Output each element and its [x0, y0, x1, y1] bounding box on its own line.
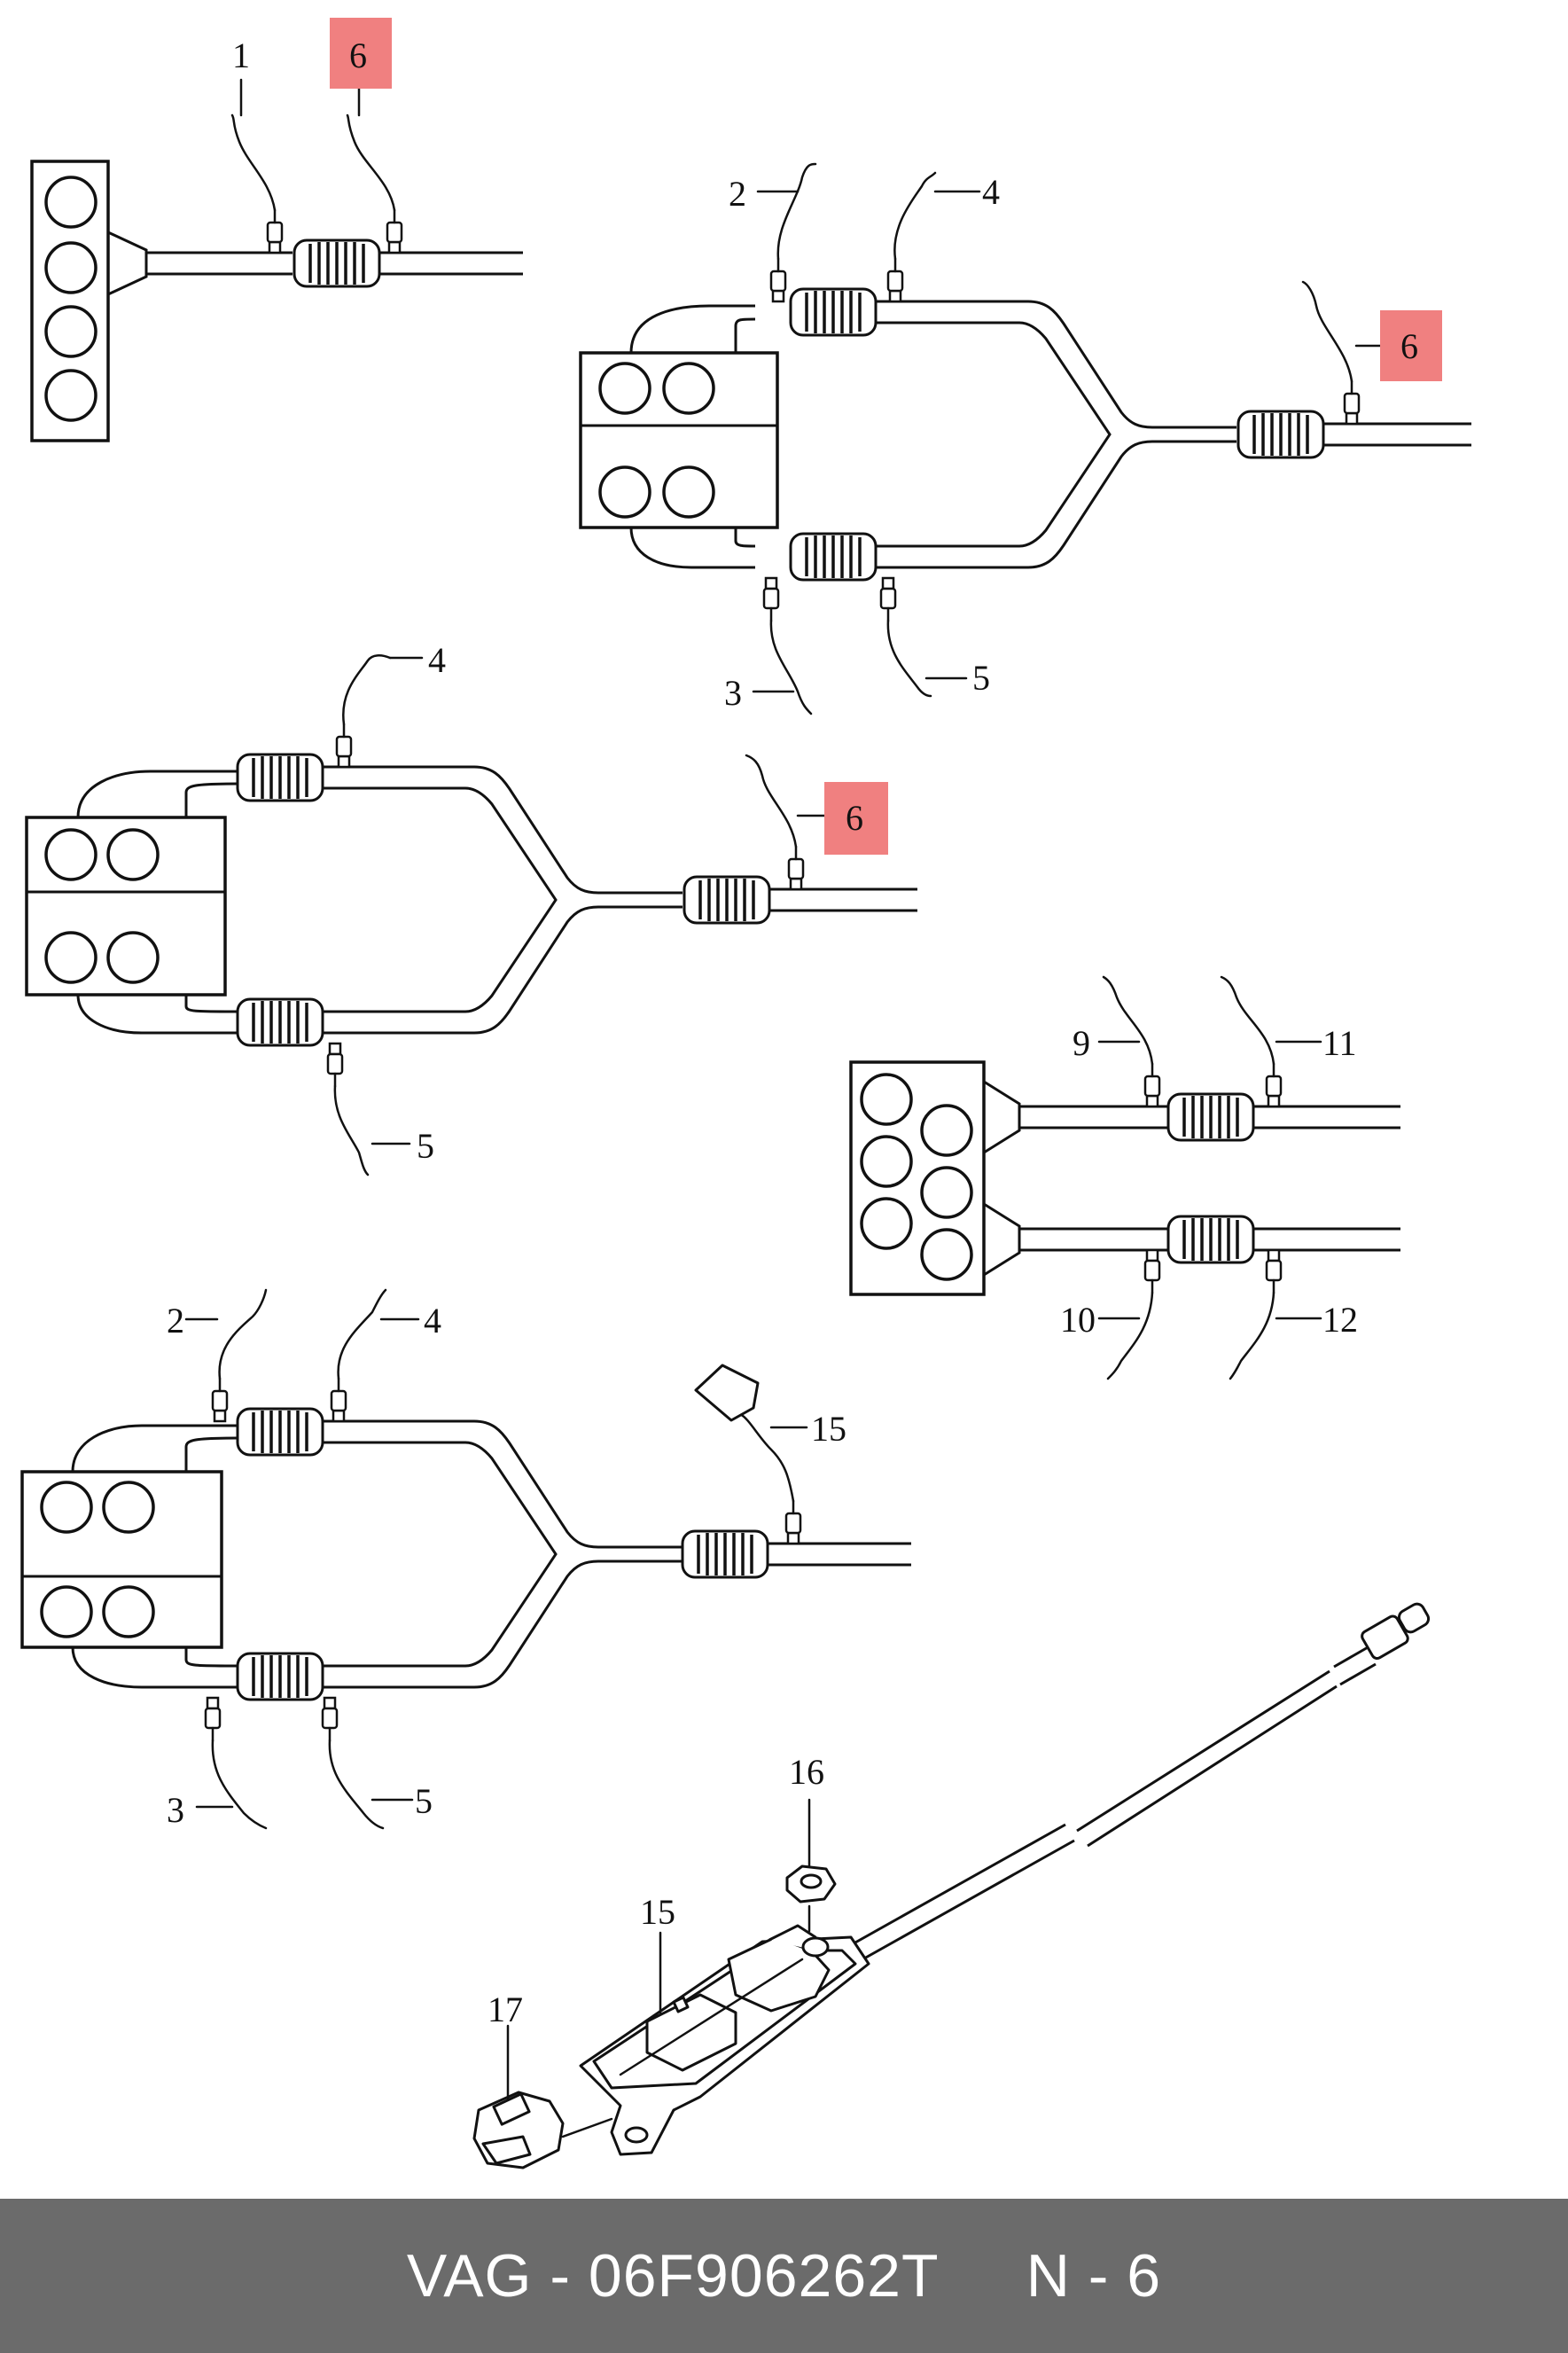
callout-label: 3 — [167, 1790, 184, 1830]
callout-label-highlighted: 6 — [846, 798, 863, 838]
callout-label: 9 — [1073, 1023, 1090, 1063]
callout-label: 5 — [415, 1781, 433, 1821]
callout-label: 11 — [1322, 1023, 1357, 1063]
callout-label: 17 — [488, 1989, 523, 2029]
highlight-box — [1380, 310, 1442, 381]
callout-label: 3 — [724, 673, 742, 713]
nox-sender-15 — [694, 1364, 760, 1422]
callout-label: 15 — [811, 1409, 846, 1449]
diagram-v-engine-a: 2 4 6 3 5 — [579, 162, 1471, 715]
callout-label: 15 — [640, 1892, 675, 1932]
diagram-v-engine-b: 4 6 5 — [25, 640, 917, 1176]
callout-label: 2 — [729, 174, 746, 214]
diagram-v-engine-nox: 2 4 15 3 5 — [20, 1288, 911, 1830]
highlight-box — [330, 18, 392, 89]
callout-label-highlighted: 6 — [1400, 326, 1418, 366]
parts-exploded-view: 16 15 17 — [472, 1602, 1431, 2169]
callout-label: 4 — [424, 1301, 441, 1341]
exhaust-sensor-diagram: 1 6 2 4 6 — [20, 18, 1471, 2169]
callout-label: 4 — [982, 172, 1000, 212]
callout-label-highlighted: 6 — [349, 35, 367, 75]
callout-label: 10 — [1060, 1300, 1096, 1340]
callout-label: 2 — [167, 1301, 184, 1341]
diagram-inline-4cyl: 1 6 — [30, 18, 523, 442]
callout-label: 4 — [428, 640, 446, 680]
callout-label: 16 — [789, 1752, 824, 1792]
footer-part-number: VAG - 06F906262T N - 6 — [406, 2242, 1162, 2310]
callout-label: 5 — [417, 1126, 434, 1166]
callout-label: 12 — [1322, 1300, 1358, 1340]
callout-label: 1 — [232, 35, 250, 75]
diagram-6cyl-twin: 9 11 10 12 — [849, 975, 1400, 1380]
callout-label: 5 — [972, 658, 990, 698]
highlight-box — [824, 782, 888, 855]
part-number-footer: VAG - 06F906262T N - 6 — [0, 2199, 1568, 2353]
